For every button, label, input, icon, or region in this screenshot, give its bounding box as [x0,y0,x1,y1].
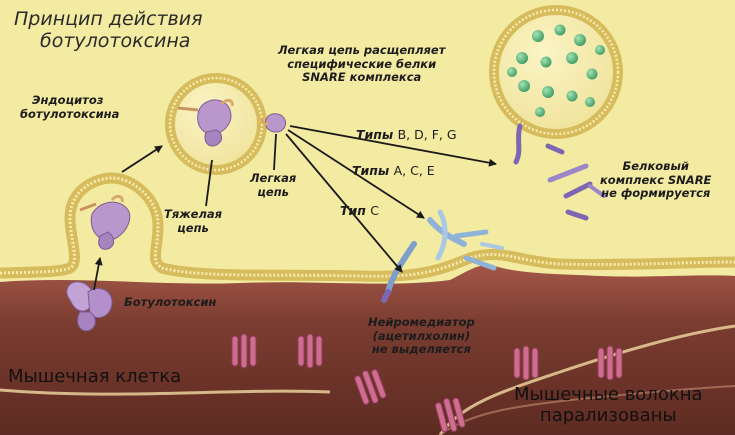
label-endocytosis: Эндоцитоз ботулотоксина [20,93,120,121]
arrow-type-c [285,133,403,273]
arrow-types-ace [287,129,425,219]
pointer-heavy-chain [205,159,213,207]
arrow-types-bdfg [289,125,497,167]
title-line-1: Принцип действия [14,8,203,30]
light-chain-fragment [260,113,287,133]
snare-fragments-cleaved [513,123,606,221]
free-toxin [66,281,113,332]
arrow-pit-to-vesicle [121,145,163,173]
acetylcholine-receptors [231,333,623,433]
muscle-fiber-line [438,324,735,435]
diagram-title: Принцип действия ботулотоксина [14,8,203,53]
membrane-texture [0,176,735,278]
muscle-fiber-line [0,388,331,396]
arrow-toxin-to-pit [93,257,103,291]
label-types-ace: Типы A, C, E [352,163,435,178]
label-type-c: Тип C [340,203,380,218]
label-heavy-chain: Тяжелая цепь [164,207,223,235]
endosome-vesicle [165,73,267,175]
label-fibers-paralyzed: Мышечные волокна парализованы [514,384,703,427]
label-snare-not-formed: Белковый комплекс SNARE не формируется [600,159,712,201]
synaptic-vesicle [489,5,623,139]
pointer-light-chain [273,133,277,171]
label-neurotransmitter: Нейромедиатор (ацетилхолин) не выделяетс… [368,315,475,357]
label-light-chain: Легкая цепь [250,171,297,199]
acetylcholine-beads [507,24,605,117]
title-line-2: ботулотоксина [40,30,191,53]
muscle-fiber-line [439,385,735,435]
toxin-in-pit [79,194,131,250]
label-light-chain-cleaves: Легкая цепь расщепляет специфические бел… [278,43,446,85]
label-muscle-cell: Мышечная клетка [8,366,182,387]
label-types-bdfg: Типы B, D, F, G [356,127,457,142]
process-arrows [93,125,497,291]
label-botulinum-toxin: Ботулотоксин [124,295,217,309]
